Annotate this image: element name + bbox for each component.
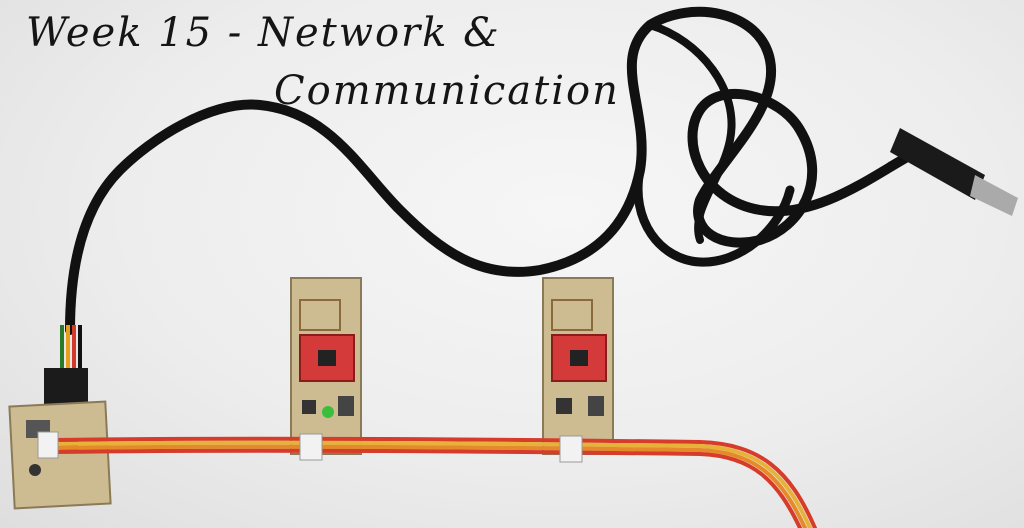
bridge-board (8, 400, 112, 510)
idc-connector-node-1 (299, 433, 323, 461)
title-line-1: Week 15 - Network & (26, 10, 501, 56)
node-board-2 (542, 277, 614, 455)
idc-connector-bridge (37, 431, 59, 459)
idc-connector-node-2 (559, 435, 583, 463)
page-title: Week 15 - Network & Communication (18, 4, 638, 124)
node-board-1 (290, 277, 362, 455)
usb-connector (890, 128, 1018, 216)
led-green (322, 406, 334, 418)
header-wires (60, 325, 82, 370)
ribbon-cable (48, 436, 817, 528)
header-connector (44, 368, 88, 406)
usb-cable (65, 6, 925, 335)
title-line-2: Communication (274, 68, 620, 114)
